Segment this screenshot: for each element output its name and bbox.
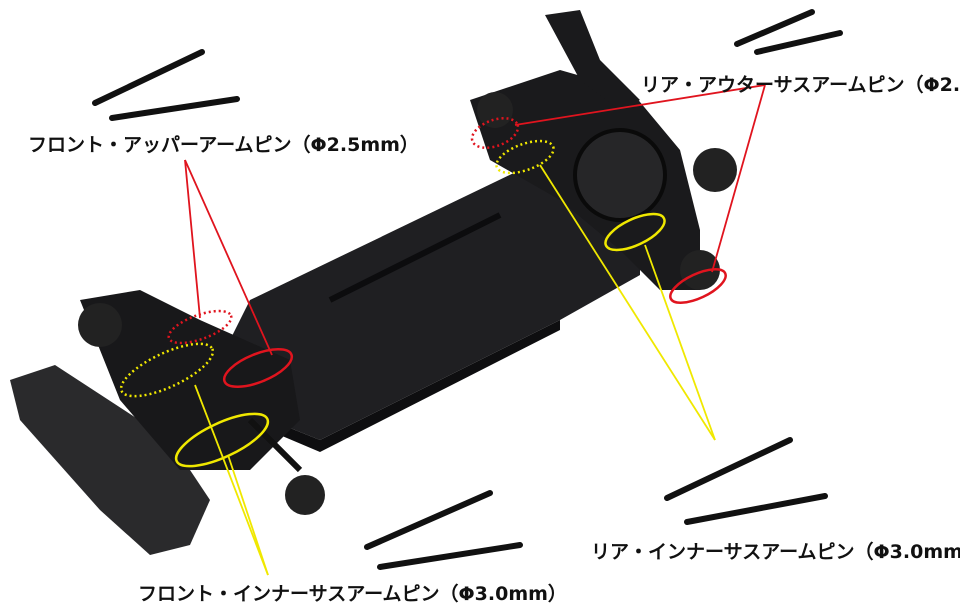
- pin-front-upper-2: [109, 96, 240, 121]
- pins: [92, 9, 843, 570]
- rear-right-upright: [680, 250, 720, 290]
- label-front-upper-arm-pin: フロント・アッパーアームピン（Φ2.5mm）: [28, 134, 419, 156]
- pin-front-inner-2: [377, 542, 523, 570]
- rear-shock-tower: [545, 10, 640, 110]
- callout-line: [539, 164, 716, 441]
- red-callouts: [167, 84, 766, 388]
- chassis-plate-edge: [268, 320, 560, 452]
- callout-line: [514, 84, 766, 126]
- chassis-plate: [220, 170, 640, 440]
- pin-rear-outer-2: [754, 30, 843, 55]
- steering-link: [247, 417, 303, 473]
- highlight-ellipse-dotted: [495, 139, 555, 175]
- label-rear-inner-sus-arm-pin: リア・インナーサスアームピン（Φ3.0mm）: [591, 541, 960, 563]
- pin-front-upper-1: [92, 49, 205, 106]
- rear-right-hub: [693, 148, 737, 192]
- callout-line: [194, 384, 269, 576]
- label-front-inner-sus-arm-pin: フロント・インナーサスアームピン（Φ3.0mm）: [138, 583, 567, 605]
- yellow-callouts: [119, 139, 716, 576]
- pin-front-inner-1: [364, 490, 493, 550]
- highlight-ellipse: [604, 212, 666, 252]
- highlight-ellipse-dotted: [470, 117, 520, 149]
- callout-line: [644, 244, 716, 441]
- label-rear-outer-sus-arm-pin: リア・アウターサスアームピン（Φ2.0mm）: [641, 74, 960, 96]
- pin-rear-inner-2: [684, 493, 828, 525]
- front-bumper: [10, 365, 210, 555]
- front-right-hub: [285, 475, 325, 515]
- chassis-slot: [328, 212, 502, 303]
- rc-chassis: [10, 10, 737, 555]
- callout-line: [184, 159, 201, 319]
- front-bulkhead: [80, 290, 300, 470]
- callout-line: [227, 454, 269, 576]
- front-left-hub: [78, 303, 122, 347]
- highlight-ellipse-dotted: [119, 342, 215, 398]
- callout-line: [711, 84, 766, 273]
- highlight-ellipse-dotted: [167, 309, 233, 345]
- spur-gear: [573, 128, 667, 222]
- callout-line: [184, 159, 273, 356]
- rear-left-hub: [477, 92, 513, 128]
- highlight-ellipse: [222, 348, 294, 388]
- highlight-ellipse: [669, 268, 727, 304]
- pin-rear-inner-1: [664, 437, 793, 501]
- highlight-ellipse: [174, 412, 270, 468]
- pin-rear-outer-1: [734, 9, 815, 47]
